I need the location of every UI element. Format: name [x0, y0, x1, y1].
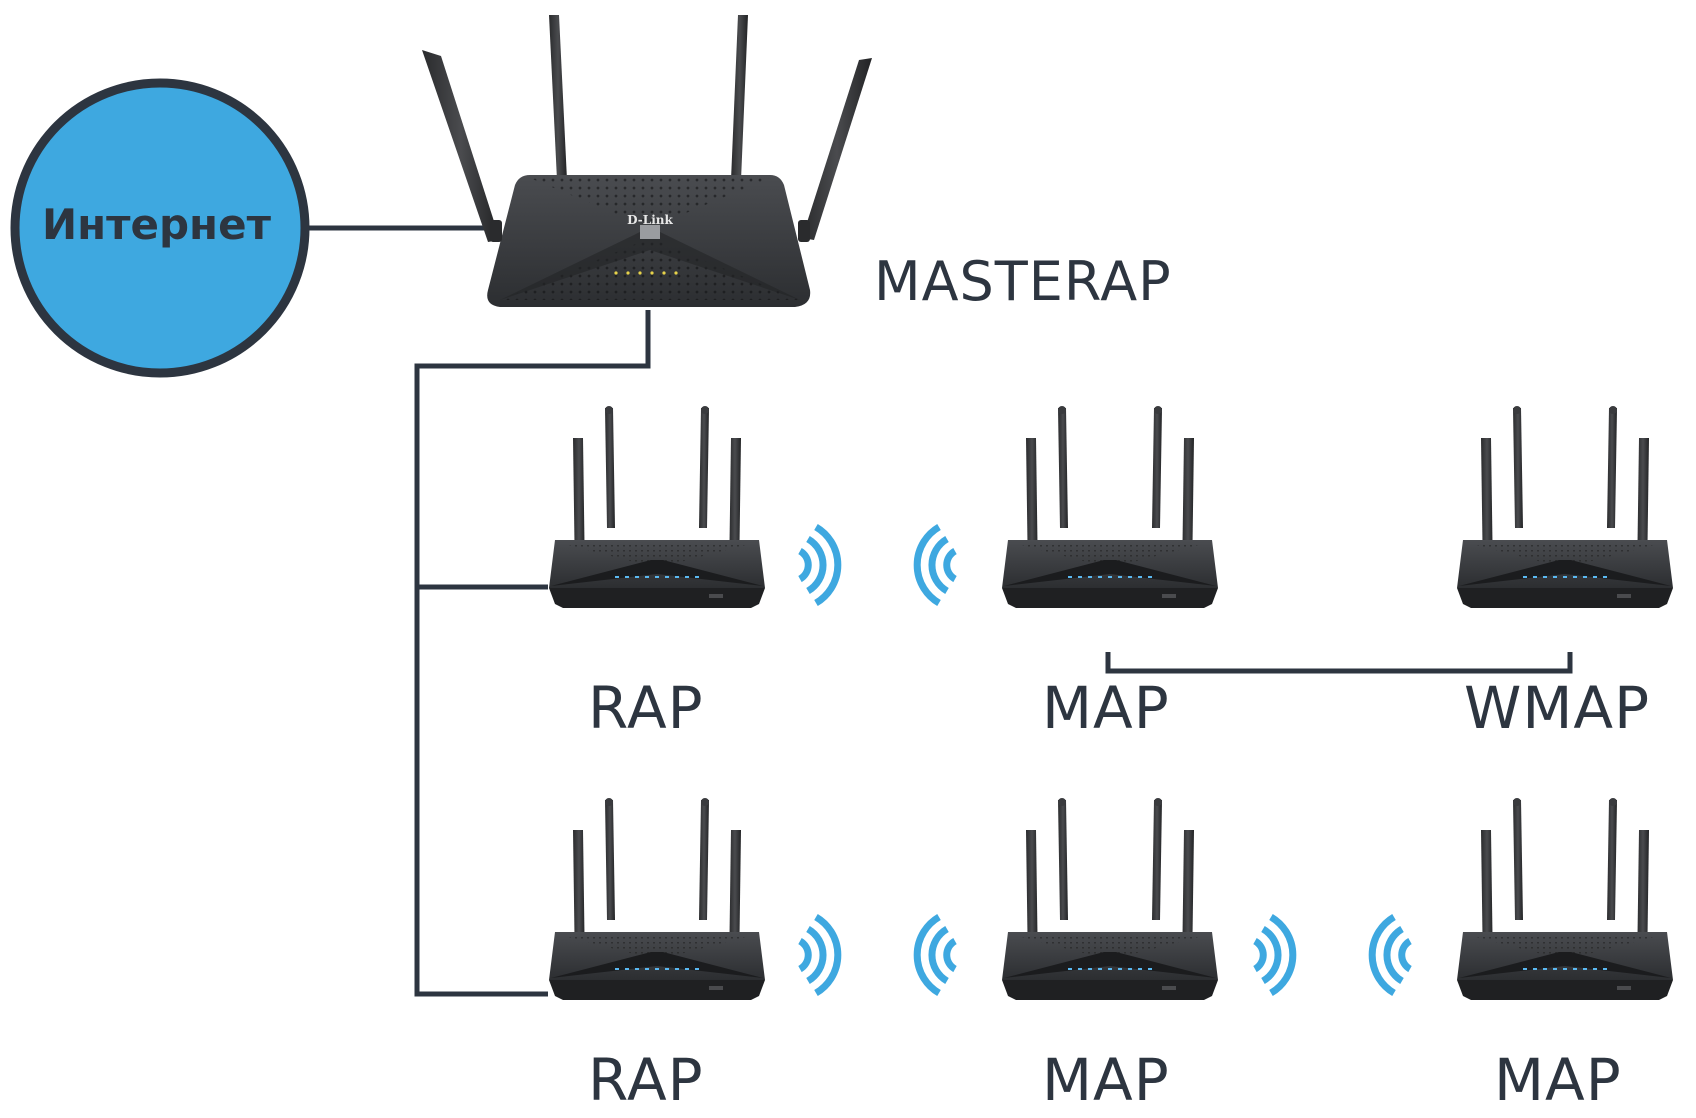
usb-port — [1617, 594, 1631, 598]
antenna-hinge — [490, 220, 502, 242]
router-vents — [557, 934, 757, 960]
status-leds — [614, 271, 678, 275]
router-base — [1002, 588, 1218, 608]
router-x-accent — [1004, 560, 1216, 586]
status-leds — [615, 968, 699, 970]
antenna — [422, 50, 500, 242]
usb-port — [1162, 594, 1176, 598]
usb-port — [1617, 986, 1631, 990]
antenna — [1152, 408, 1162, 528]
masterap-label: MASTERAP — [874, 250, 1172, 313]
wifi-signal-icon — [913, 523, 957, 607]
master-router: D-Link — [422, 15, 872, 307]
wifi-signal-icon — [913, 913, 957, 997]
router-x-accent — [551, 560, 763, 586]
router-vents — [530, 178, 770, 228]
status-leds — [1523, 968, 1607, 970]
router-rap1 — [549, 406, 765, 608]
antenna-tip — [1609, 798, 1617, 806]
router-map2 — [1002, 798, 1218, 1000]
node-label: MAP — [1042, 1046, 1170, 1114]
router-base — [549, 980, 765, 1000]
nodes-layer — [549, 406, 1673, 1000]
link-master-rap — [414, 310, 651, 997]
antenna-hinge — [798, 220, 810, 242]
antenna-tip — [701, 406, 709, 414]
router-base — [549, 588, 765, 608]
antenna — [1058, 800, 1068, 920]
antenna — [1513, 408, 1523, 528]
antenna-tip — [1154, 798, 1162, 806]
node-label: RAP — [588, 674, 704, 742]
internet-node — [10, 78, 310, 378]
wired-links — [300, 225, 1573, 997]
router-x-accent — [500, 232, 800, 300]
antenna-tip — [1513, 406, 1521, 414]
router-rap2 — [549, 798, 765, 1000]
wireless-links — [798, 523, 1412, 997]
router-vents — [557, 542, 757, 568]
antenna-tip — [1058, 406, 1066, 414]
antenna-tip — [1154, 406, 1162, 414]
usb-port — [709, 594, 723, 598]
usb-port — [1162, 986, 1176, 990]
wifi-signal-icon — [798, 523, 842, 607]
antenna — [699, 800, 709, 920]
router-brand: D-Link — [627, 213, 673, 227]
router-vents — [1465, 542, 1665, 568]
wifi-signal-icon — [1253, 913, 1297, 997]
antenna-tip — [605, 798, 613, 806]
router-vents — [1010, 542, 1210, 568]
antenna — [1607, 800, 1617, 920]
router-base — [1457, 980, 1673, 1000]
node-label: RAP — [588, 1046, 704, 1114]
router-logo-plate — [640, 225, 660, 239]
status-leds — [615, 576, 699, 578]
node-label: MAP — [1494, 1046, 1622, 1114]
antenna — [605, 408, 615, 528]
node-label: WMAP — [1464, 674, 1651, 742]
status-leds — [1068, 968, 1152, 970]
status-leds — [1523, 576, 1607, 578]
antenna — [1058, 408, 1068, 528]
antenna — [605, 800, 615, 920]
antenna-tip — [1058, 798, 1066, 806]
router-x-accent — [1459, 952, 1671, 978]
router-vents — [1010, 934, 1210, 960]
antenna — [549, 15, 567, 180]
antenna-tip — [605, 406, 613, 414]
antenna — [1152, 800, 1162, 920]
antenna-tip — [701, 798, 709, 806]
antenna-tip — [1513, 798, 1521, 806]
router-wmap1 — [1457, 406, 1673, 608]
antenna — [802, 58, 872, 240]
router-base — [1457, 588, 1673, 608]
router-vents — [1465, 934, 1665, 960]
node-label: MAP — [1042, 674, 1170, 742]
router-base — [1002, 980, 1218, 1000]
internet-label: Интернет — [42, 200, 271, 249]
router-map1 — [1002, 406, 1218, 608]
wifi-signal-icon — [1368, 913, 1412, 997]
antenna — [1607, 408, 1617, 528]
antenna-tip — [1609, 406, 1617, 414]
status-leds — [1068, 576, 1152, 578]
router-x-accent — [1004, 952, 1216, 978]
router-vents — [500, 238, 800, 300]
router-x-accent — [1459, 560, 1671, 586]
usb-port — [709, 986, 723, 990]
antenna — [699, 408, 709, 528]
router-x-accent — [551, 952, 763, 978]
antenna — [731, 15, 748, 180]
router-map3 — [1457, 798, 1673, 1000]
internet-circle — [10, 78, 310, 378]
antenna — [1513, 800, 1523, 920]
wifi-signal-icon — [798, 913, 842, 997]
link-map-wmap — [1105, 652, 1573, 674]
